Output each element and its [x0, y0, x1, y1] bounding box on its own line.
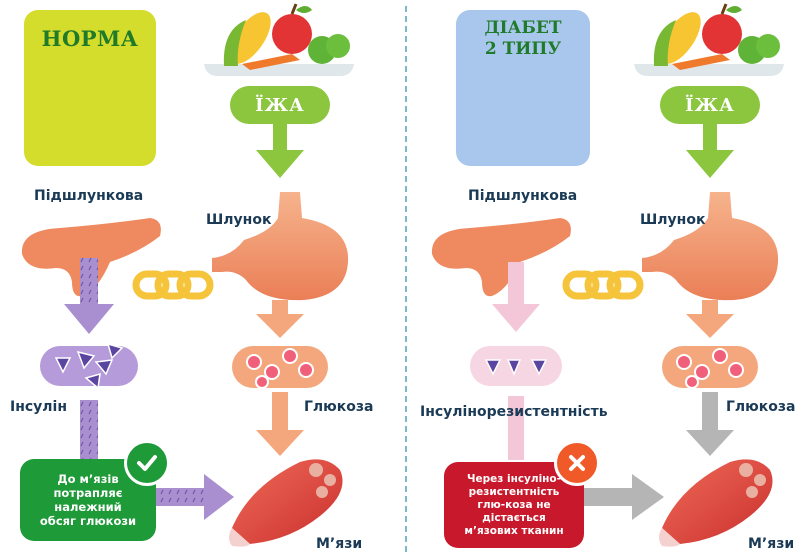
stomach-illustration [212, 192, 348, 300]
insulin-molecules [40, 344, 138, 388]
pancreas-label-right: Підшлункова [468, 188, 577, 204]
insulin-resistance-label: Інсулінорезистентність [420, 404, 608, 420]
blocked-arrow [584, 474, 664, 520]
panel-divider [405, 6, 407, 552]
stomach-label-right: Шлунок [640, 212, 705, 228]
chain-icon-right [566, 274, 640, 296]
cross-icon [554, 440, 600, 486]
diabetes-tag-label: ДІАБЕТ 2 ТИПУ [478, 18, 568, 60]
food-to-stomach-arrow [256, 122, 304, 178]
muscle-illustration [229, 459, 343, 546]
food-to-stomach-arrow-right [686, 122, 734, 178]
check-icon [124, 440, 170, 486]
muscle-illustration-right [659, 459, 773, 546]
glucose-molecules [232, 346, 328, 388]
normal-tag-label: НОРМА [42, 26, 139, 51]
pancreas-label: Підшлункова [34, 188, 143, 204]
glucose-molecules-right [662, 346, 758, 388]
muscles-label-right: М’язи [748, 536, 794, 552]
pancreas-illustration-right [432, 218, 571, 296]
diabetes-tag: ДІАБЕТ 2 ТИПУ [456, 10, 590, 166]
food-label-text: ЇЖА [255, 95, 305, 116]
insulin-molecules-right [470, 346, 562, 386]
food-label-right-text: ЇЖА [685, 95, 735, 116]
outcome-text-diabetes: Через інсуліно-резистентність глю-коза н… [444, 473, 584, 538]
stomach-label: Шлунок [206, 212, 271, 228]
normal-tag: НОРМА [24, 10, 156, 166]
stomach-illustration-right [642, 192, 778, 300]
food-label: ЇЖА [230, 86, 330, 124]
food-label-right: ЇЖА [660, 86, 760, 124]
glucose-label: Глюкоза [304, 399, 374, 415]
insulin-label: Інсулін [10, 399, 67, 415]
food-illustration [204, 4, 354, 76]
glucose-label-right: Глюкоза [726, 399, 796, 415]
chain-icon [136, 274, 210, 296]
muscles-label: М’язи [316, 536, 362, 552]
food-illustration-right [634, 4, 784, 76]
